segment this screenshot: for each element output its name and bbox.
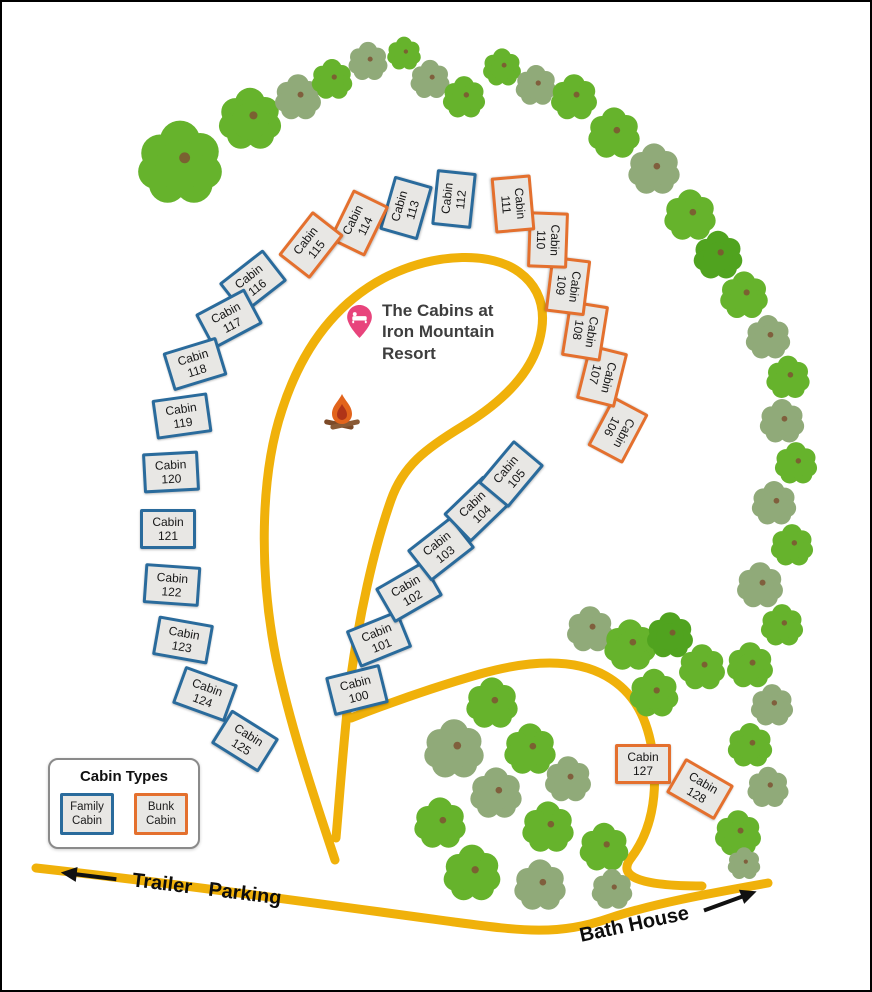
cabin-number: 109 [552,274,570,296]
cabin-number: 127 [632,764,654,778]
arrow-left-icon [60,866,117,882]
tree-icon [715,810,761,856]
tree-icon [470,767,522,818]
tree-icon [770,524,814,566]
bath-house-label: Bath House [578,887,762,948]
cabin-number: 112 [452,189,469,210]
legend: Cabin Types Family Cabin Bunk Cabin [48,758,200,849]
legend-bunk-line-1: Bunk [147,800,175,813]
tree-icon [567,606,613,652]
cabin-number: 122 [161,584,182,600]
tree-icon [766,355,810,398]
tree-icon [759,399,805,443]
legend-items: Family Cabin Bunk Cabin [60,793,188,835]
tree-icon [604,619,656,670]
tree-icon [664,189,716,240]
tree-icon [522,801,574,852]
cabin-number: 100 [347,687,371,707]
cabin-word: Cabin [627,749,659,764]
tree-icon [774,442,818,484]
location-pin-icon [347,305,372,338]
cabin-number: 119 [172,414,194,432]
arrow-right-icon [703,889,757,912]
title-line-1: The Cabins at [382,301,494,320]
legend-title: Cabin Types [79,768,169,785]
cabin-number: 123 [170,638,193,656]
road-main-loop [259,253,548,865]
cabin-number: 121 [157,529,179,543]
legend-bunk-cabin-swatch: Bunk Cabin [134,793,188,835]
cabin-word: Cabin [512,187,529,220]
cabin-word: Cabin [154,456,187,473]
legend-family-cabin-swatch: Family Cabin [60,793,114,835]
cabin-word: Cabin [547,224,563,257]
tree-icon [515,65,557,105]
title-line-2: Iron Mountain [382,322,495,342]
tree-icon [414,797,466,848]
tree-icon [727,723,773,767]
tree-icon [443,844,501,901]
tree-icon [387,36,421,70]
tree-icon [504,723,556,774]
tree-icon [138,120,222,203]
tree-icon [545,756,591,802]
tree-icon [747,766,789,807]
tree-icon [647,612,693,658]
tree-icon [579,822,629,871]
legend-family-line-2: Cabin [71,815,103,827]
tree-icon [483,48,521,86]
campfire-icon [322,390,362,437]
title-line-3: Resort [382,343,436,363]
cabin-word: Cabin [152,514,184,529]
tree-icon [311,59,353,99]
tree-icon [588,107,640,158]
tree-icon [551,74,597,120]
tree-icon [629,668,679,717]
tree-icon [760,604,804,646]
cabin-number: 120 [160,471,182,487]
legend-family-line-1: Family [70,800,104,813]
tree-icon [751,481,797,525]
tree-icon [727,642,773,688]
legend-bunk-line-2: Cabin [145,815,177,827]
road-trailer-parking [31,863,773,935]
cabin-number: 108 [569,318,587,341]
resort-title: The Cabins at Iron Mountain Resort [346,300,494,364]
tree-icon [348,41,388,80]
tree-icon [737,562,783,608]
tree-icon [218,87,282,149]
tree-icon [466,677,518,728]
title-text: The Cabins at Iron Mountain Resort [382,300,494,364]
cabin-number: 110 [533,229,549,250]
tree-icon [628,143,680,194]
trailer-parking-label: Trailer Parking [59,861,283,911]
tree-icon [745,315,791,359]
cabin-number: 111 [498,194,514,215]
tree-icon [750,684,794,726]
tree-icon [514,859,566,910]
tree-icon [424,719,484,778]
tree-icon [410,59,450,98]
